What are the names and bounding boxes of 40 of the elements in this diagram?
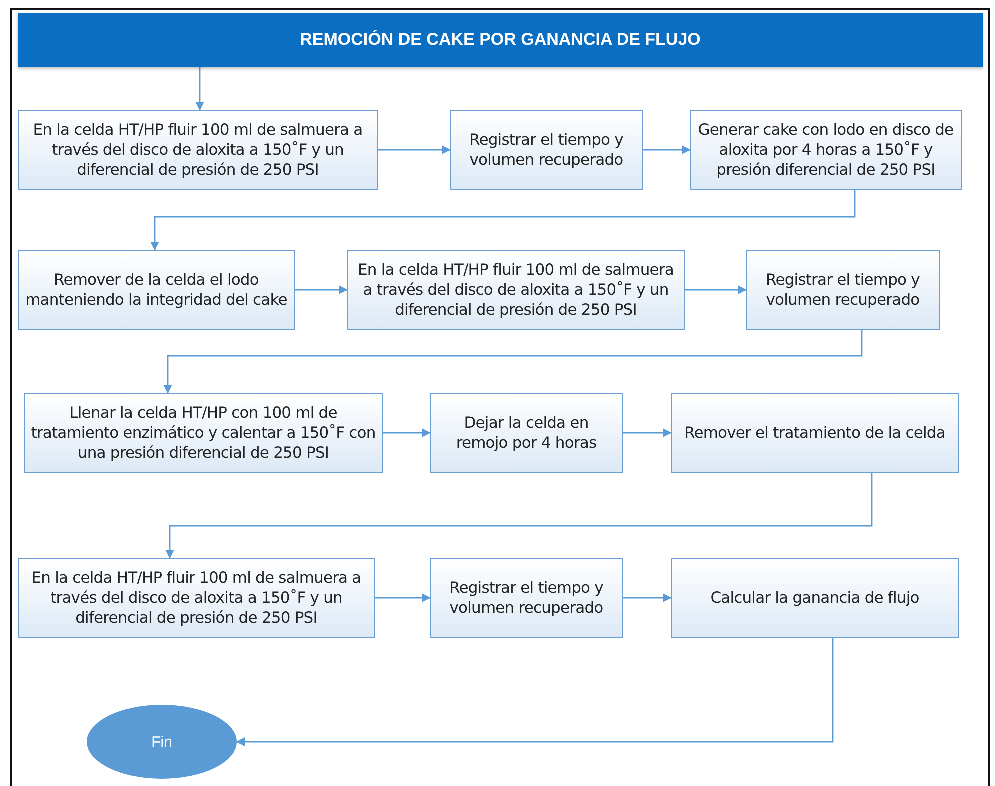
step-text: Registrar el tiempo y volumen recuperado — [448, 578, 604, 618]
process-box — [671, 558, 959, 638]
title-text: REMOCIÓN DE CAKE POR GANANCIA DE FLUJO — [300, 30, 701, 50]
arrow — [623, 594, 672, 602]
step-text: Fin — [152, 734, 172, 750]
arrow — [378, 146, 451, 154]
process-box — [24, 393, 383, 473]
step-text: En la celda HT/HP fluir 100 ml de salmuera a través del disco de aloxita a 150˚F y un diferencial de presión de 250 PSI — [30, 568, 362, 628]
arrow — [643, 146, 691, 154]
step-text: Calcular la ganancia de flujo — [710, 588, 920, 608]
arrow — [164, 330, 863, 394]
step-text: En la celda HT/HP fluir 100 ml de salmuera a través del disco de aloxita a 150˚F y un diferencial de presión de 250 PSI — [32, 120, 364, 180]
arrow — [150, 190, 856, 251]
step-text: Registrar el tiempo y volumen recuperado — [468, 130, 624, 170]
process-box — [450, 110, 643, 190]
process-box — [347, 250, 685, 330]
arrow — [375, 594, 431, 602]
process-box — [430, 393, 623, 473]
step-text: En la celda HT/HP fluir 100 ml de salmuera a través del disco de aloxita a 150˚F y un diferencial de presión de 250 PSI — [357, 260, 675, 320]
arrow — [295, 286, 348, 294]
step-text: Generar cake con lodo en disco de aloxita por 4 horas a 150˚F y presión diferencial de 250 PSI — [697, 120, 955, 180]
arrow — [623, 428, 672, 438]
step-text: Llenar la celda HT/HP con 100 ml de tratamiento enzimático y calentar a 150˚F con una presión diferencial de 250 PSI — [31, 402, 376, 464]
process-box — [18, 250, 295, 330]
process-box — [18, 558, 375, 638]
arrow — [196, 67, 204, 111]
process-box — [430, 558, 623, 638]
arrow — [236, 638, 834, 746]
step-text: Registrar el tiempo y volumen recuperado — [765, 270, 921, 310]
step-text: Remover de la celda el lodo manteniendo la integridad del cake — [25, 270, 288, 310]
arrow — [685, 286, 747, 294]
process-box — [671, 393, 959, 473]
process-box — [690, 110, 962, 190]
arrow — [166, 473, 873, 559]
step-text: Remover el tratamiento de la celda — [684, 422, 946, 444]
process-box — [746, 250, 940, 330]
arrow — [383, 428, 431, 438]
process-box — [18, 110, 378, 190]
title-banner — [18, 13, 983, 67]
step-text: Dejar la celda en remojo por 4 horas — [455, 412, 598, 454]
